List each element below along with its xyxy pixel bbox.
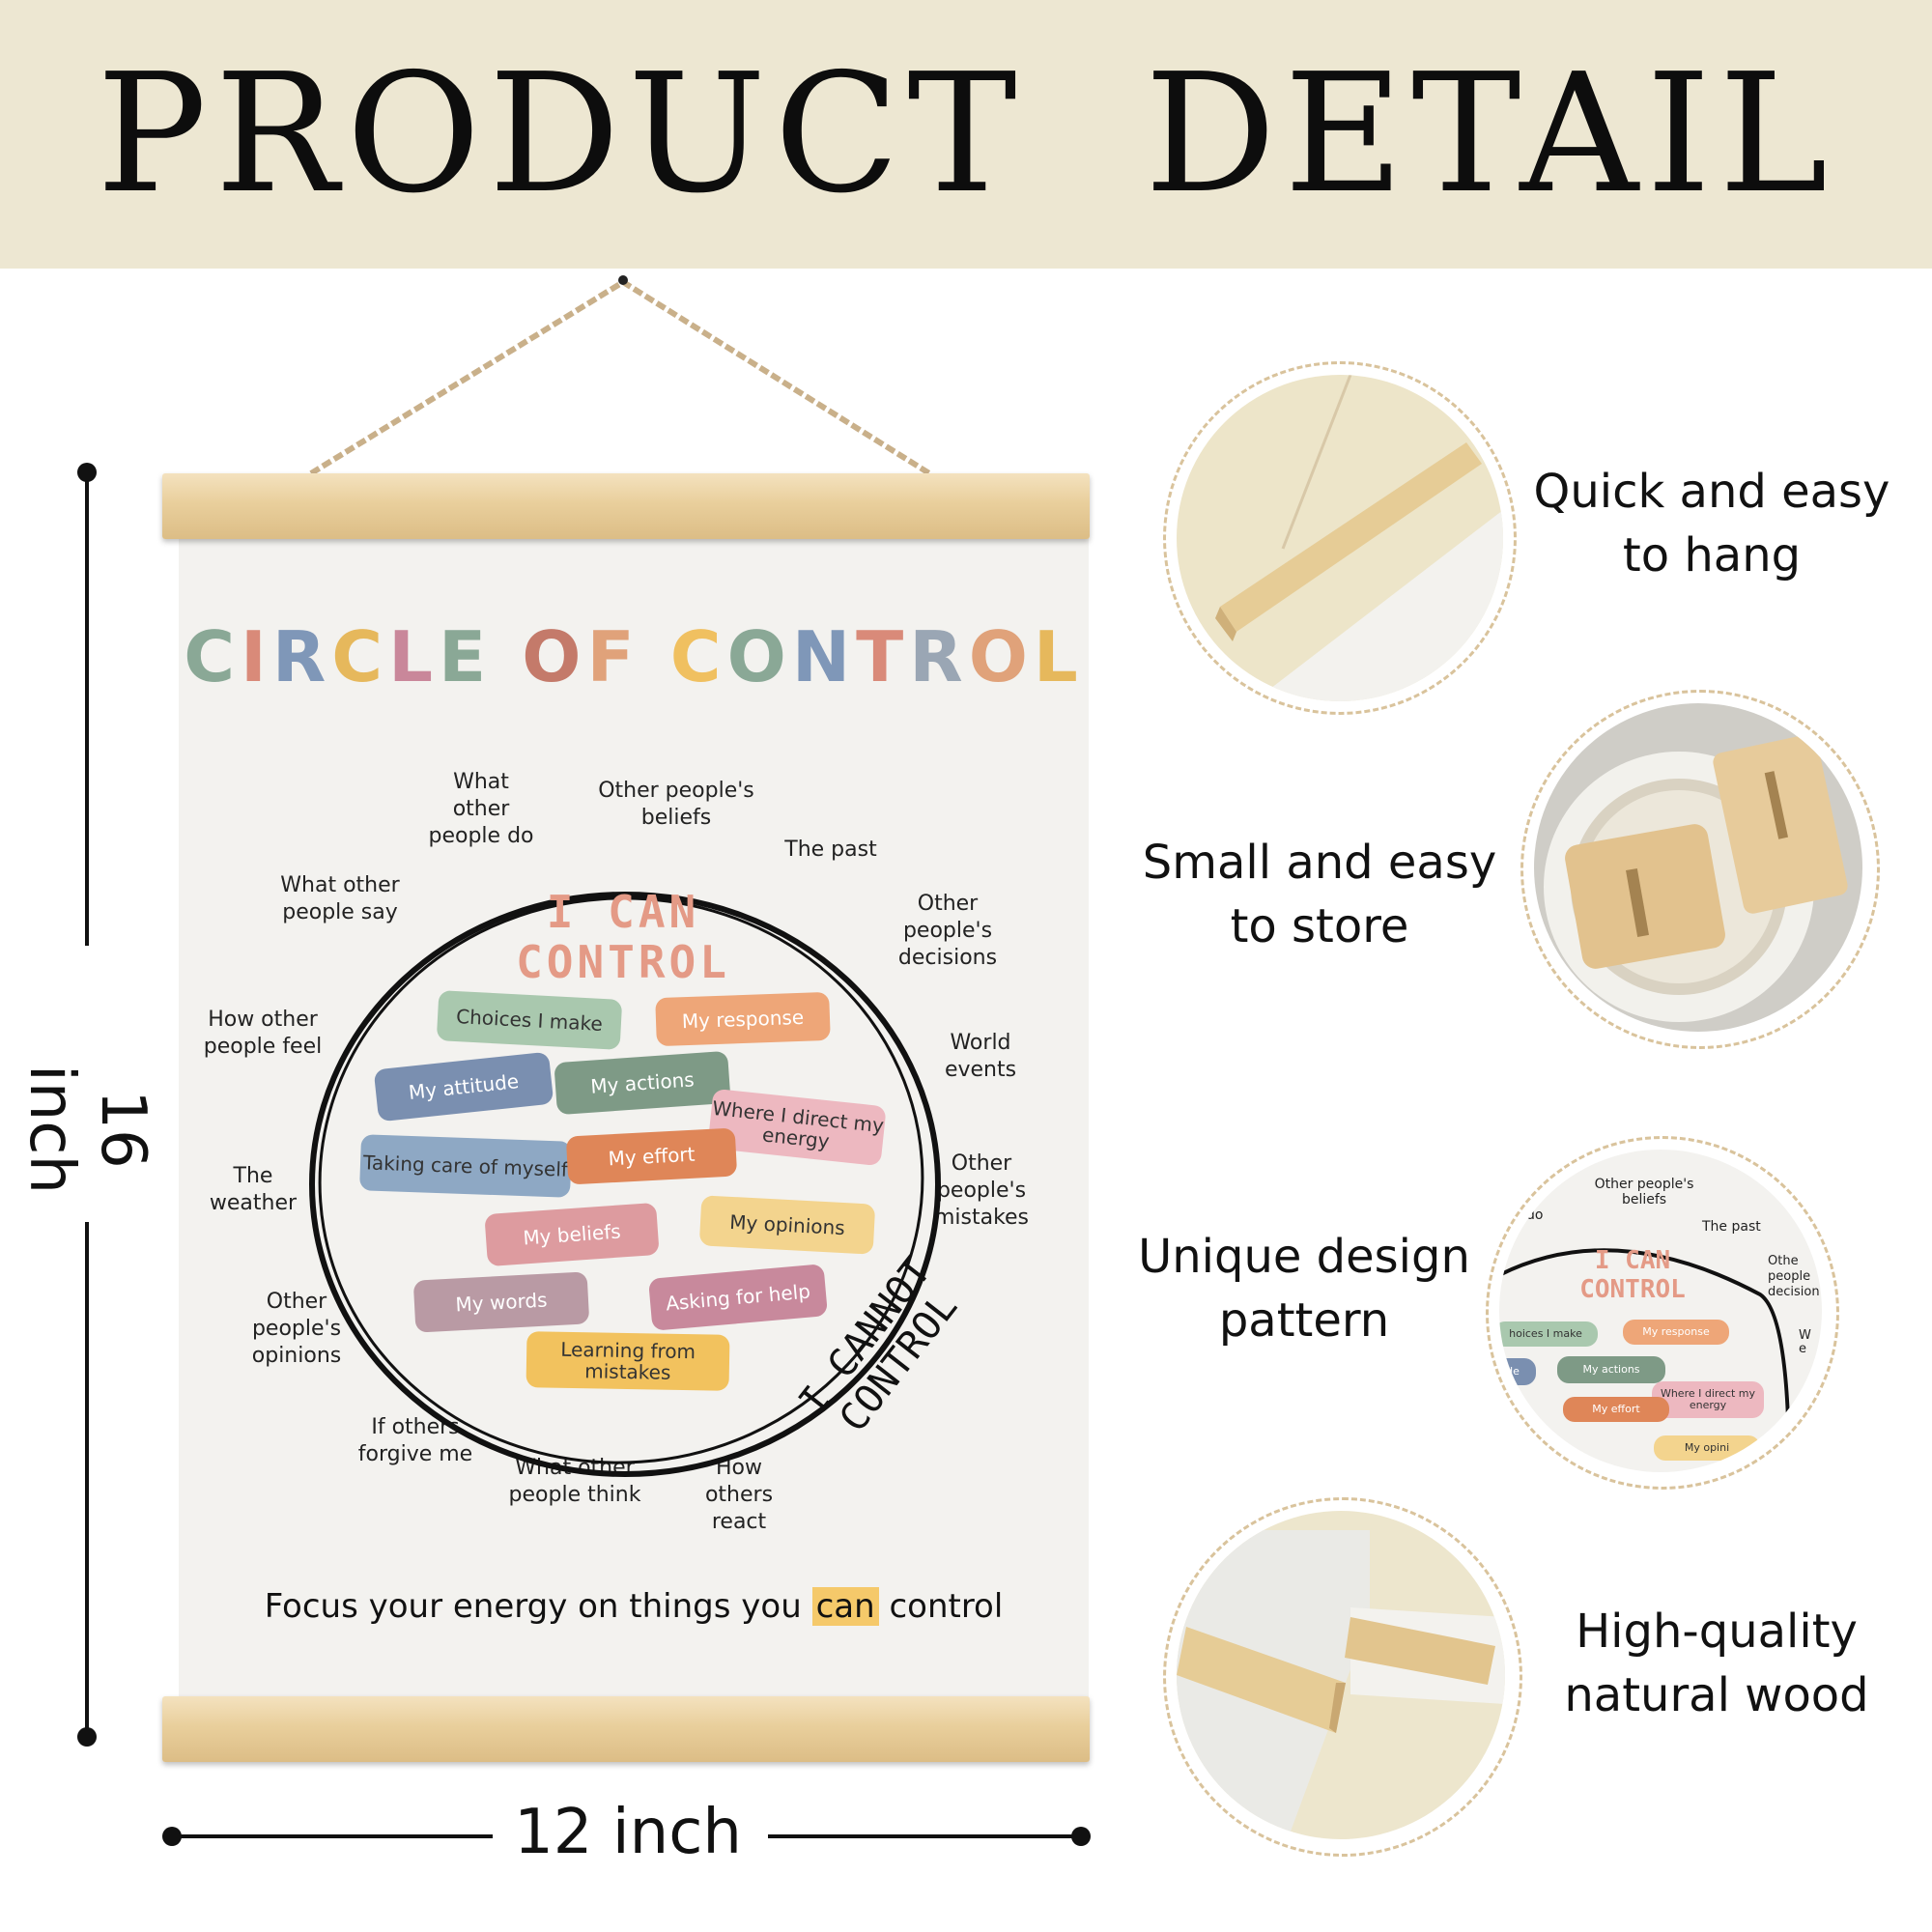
poster-title-letter: O bbox=[522, 616, 587, 697]
bottom-wooden-rod bbox=[162, 1696, 1090, 1762]
poster-title-letter: L bbox=[388, 616, 440, 697]
pill-opinions: My opinions bbox=[698, 1195, 876, 1255]
pill-response: My response bbox=[655, 991, 831, 1047]
width-line-right bbox=[768, 1834, 1077, 1838]
snippet-actions: My actions bbox=[1557, 1356, 1665, 1383]
height-label: 16 inch bbox=[15, 1064, 158, 1195]
height-line-top bbox=[85, 472, 89, 946]
feature-ring-design bbox=[1486, 1136, 1839, 1490]
pill-choices: Choices I make bbox=[436, 990, 623, 1050]
poster-title-letter: L bbox=[1033, 616, 1084, 697]
snippet-effort: My effort bbox=[1563, 1397, 1669, 1422]
height-bottom-dot bbox=[77, 1727, 97, 1747]
snippet-the-past: The past bbox=[1702, 1219, 1761, 1235]
poster-title-letter: R bbox=[271, 616, 332, 697]
poster-title-letter: R bbox=[909, 616, 969, 697]
pill-learning: Learning from mistakes bbox=[526, 1331, 730, 1391]
header-banner: PRODUCT DETAIL bbox=[0, 0, 1932, 269]
pill-words: My words bbox=[412, 1271, 590, 1333]
outer-others-mistakes: Other people's mistakes bbox=[933, 1151, 1030, 1230]
width-line-left bbox=[172, 1834, 493, 1838]
outer-others-beliefs: Other people's beliefs bbox=[598, 779, 754, 830]
feature-image-hang bbox=[1177, 375, 1503, 701]
outer-world-events: World events bbox=[944, 1031, 1017, 1082]
snippet-response: My response bbox=[1623, 1320, 1729, 1345]
poster-title-letter bbox=[492, 616, 522, 697]
poster-title-letter bbox=[640, 616, 670, 697]
snippet-opinions: My opini bbox=[1654, 1435, 1760, 1461]
poster-title-letter: I bbox=[241, 616, 272, 697]
poster-title-letter: T bbox=[856, 616, 910, 697]
snippet-where: Where I direct my energy bbox=[1652, 1381, 1764, 1418]
top-wooden-rod bbox=[162, 473, 1090, 539]
poster-title-letter: O bbox=[726, 616, 792, 697]
feature-ring-hang bbox=[1163, 361, 1517, 715]
outer-how-others-react: How others react bbox=[704, 1456, 774, 1534]
feature-ring-wood bbox=[1163, 1497, 1522, 1857]
outer-the-past: The past bbox=[784, 838, 877, 862]
poster-footer: Focus your energy on things you can cont… bbox=[264, 1587, 1004, 1626]
poster-canvas: CIRCLE OF CONTROL What other people do O… bbox=[179, 529, 1089, 1700]
feature-image-design: Other people's beliefs The past do Othe … bbox=[1499, 1150, 1822, 1472]
snippet-others-decision: Othe people decision bbox=[1768, 1254, 1820, 1299]
feature-image-store bbox=[1534, 703, 1862, 1032]
control-circle bbox=[309, 892, 941, 1477]
outer-the-weather: The weather bbox=[209, 1164, 298, 1215]
outer-how-others-feel: How other people feel bbox=[203, 1008, 323, 1059]
pill-beliefs: My beliefs bbox=[484, 1202, 660, 1267]
snippet-partial-do: do bbox=[1526, 1208, 1544, 1223]
outer-what-others-say: What other people say bbox=[280, 873, 400, 924]
outer-others-decisions: Other people's decisions bbox=[897, 892, 998, 970]
i-can-control-label: I CAN CONTROL bbox=[516, 886, 730, 988]
snippet-edge: W e bbox=[1799, 1328, 1811, 1356]
pill-taking-care: Taking care of myself bbox=[359, 1134, 572, 1198]
outer-if-others-forgive: If others forgive me bbox=[357, 1415, 473, 1466]
outer-what-others-think: What other people think bbox=[508, 1456, 641, 1507]
width-label: 12 inch bbox=[514, 1797, 742, 1868]
poster-title-letter: N bbox=[791, 616, 857, 697]
poster-title-letter: C bbox=[331, 616, 389, 697]
outer-others-opinions: Other people's opinions bbox=[251, 1290, 342, 1368]
height-line-bottom bbox=[85, 1222, 89, 1734]
poster-title: CIRCLE OF CONTROL bbox=[179, 616, 1089, 697]
pill-actions: My actions bbox=[554, 1050, 731, 1116]
snippet-attitude: de bbox=[1499, 1358, 1536, 1385]
poster-title-letter: F bbox=[586, 616, 640, 697]
pill-attitude: My attitude bbox=[373, 1051, 554, 1122]
poster-title-letter: O bbox=[968, 616, 1034, 697]
pill-asking: Asking for help bbox=[647, 1264, 829, 1331]
poster-title-letter: C bbox=[669, 616, 727, 697]
poster-title-letter: C bbox=[184, 616, 242, 697]
poster-title-letter: E bbox=[439, 616, 493, 697]
feature-image-wood bbox=[1177, 1511, 1505, 1839]
pill-effort: My effort bbox=[565, 1127, 738, 1185]
snippet-others-beliefs: Other people's beliefs bbox=[1594, 1177, 1694, 1208]
page-title: PRODUCT DETAIL bbox=[96, 39, 1836, 230]
width-right-dot bbox=[1071, 1827, 1091, 1846]
outer-what-others-do: What other people do bbox=[428, 770, 534, 848]
feature-ring-store bbox=[1520, 690, 1880, 1049]
snippet-choices: hoices I make bbox=[1499, 1321, 1598, 1347]
